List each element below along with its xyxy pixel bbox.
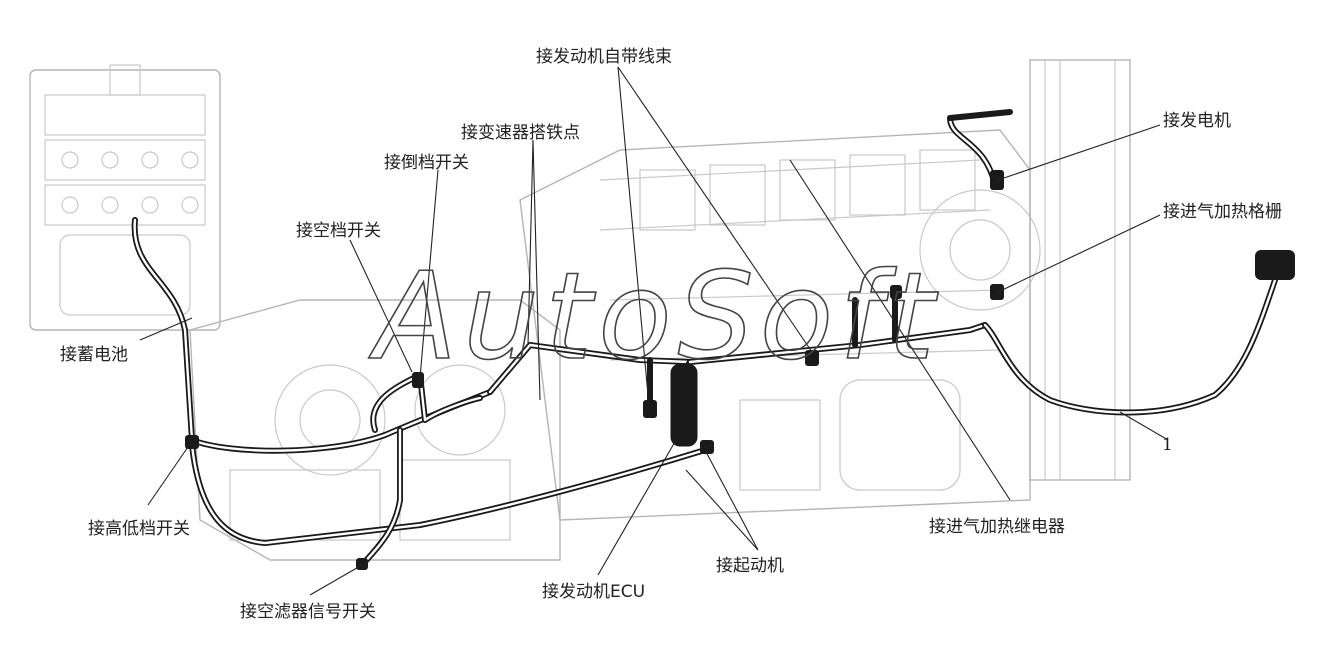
label-engine-harness: 接发动机自带线束 bbox=[536, 47, 672, 67]
label-part-number: 1 bbox=[1162, 435, 1173, 455]
labels: 接发动机自带线束 接变速器搭铁点 接倒档开关 接空档开关 接蓄电池 接高低档开关… bbox=[60, 47, 1282, 622]
label-intake-relay: 接进气加热继电器 bbox=[929, 517, 1065, 537]
label-starter: 接起动机 bbox=[716, 556, 784, 576]
label-battery: 接蓄电池 bbox=[60, 345, 128, 365]
label-reverse-switch: 接倒档开关 bbox=[384, 153, 469, 173]
label-neutral-switch: 接空档开关 bbox=[296, 221, 381, 241]
label-generator: 接发电机 bbox=[1163, 111, 1231, 131]
connectors bbox=[185, 170, 1295, 570]
watermark: AutoSoft bbox=[368, 248, 941, 387]
label-gearbox-ground: 接变速器搭铁点 bbox=[461, 123, 580, 143]
label-hi-lo-switch: 接高低档开关 bbox=[88, 519, 190, 539]
leader-lines bbox=[139, 66, 1169, 596]
label-engine-ecu: 接发动机ECU bbox=[542, 582, 645, 602]
engine-background bbox=[29, 59, 1131, 561]
label-intake-grid: 接进气加热格栅 bbox=[1163, 202, 1282, 222]
label-air-filter-switch: 接空滤器信号开关 bbox=[240, 602, 376, 622]
